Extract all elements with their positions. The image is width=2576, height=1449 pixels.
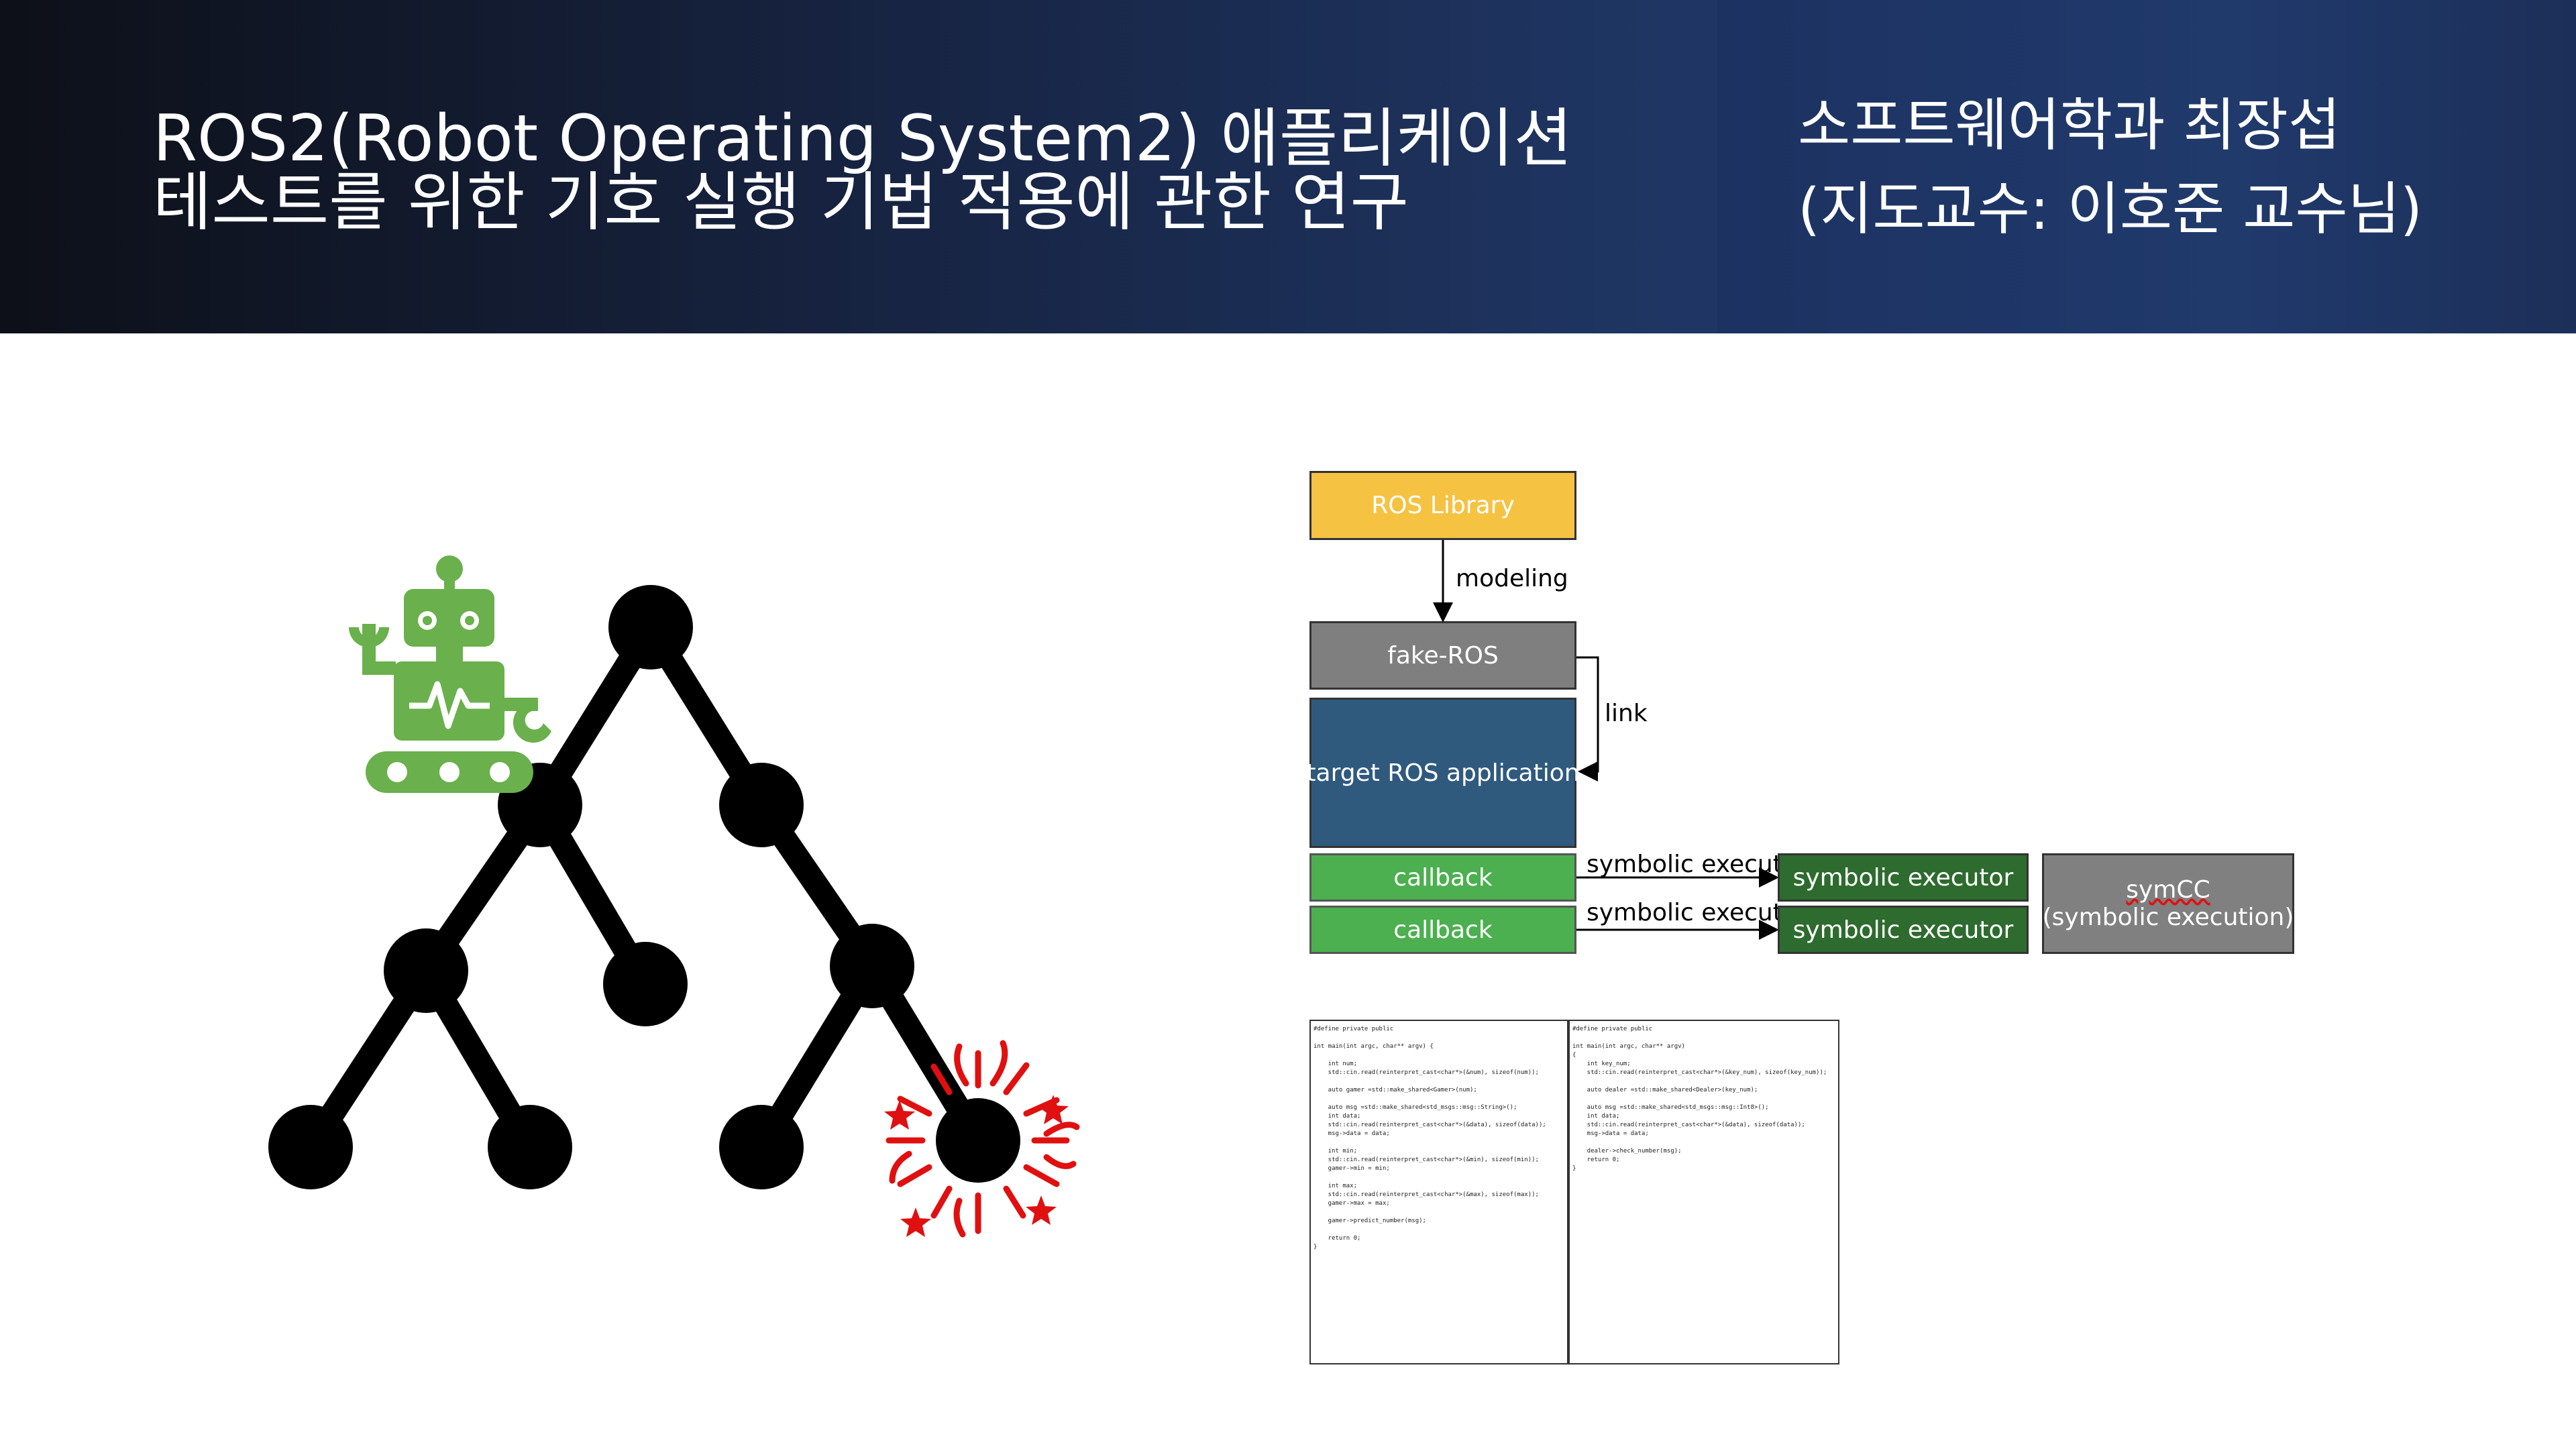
code-line: auto dealer =std::make_shared<Dealer>(ke… (1572, 1087, 1758, 1093)
code-snippet-gamer: #define private public int main(int argc,… (1309, 1020, 1568, 1364)
callback-box-2: callback (1309, 906, 1576, 954)
link-label: link (1605, 700, 1648, 727)
tree-node (719, 1105, 804, 1189)
code-snippet-dealer: #define private public int main(int argc,… (1568, 1020, 1839, 1364)
code-line: return 0; (1572, 1157, 1620, 1163)
tree-node (488, 1105, 572, 1189)
code-line (1313, 1173, 1564, 1182)
code-line: std::cin.read(reinterpret_cast<char*>(&m… (1313, 1157, 1539, 1163)
code-line: int max; (1313, 1183, 1358, 1189)
modeling-label: modeling (1456, 565, 1568, 592)
code-line: gamer->min = min; (1313, 1165, 1390, 1172)
callback-box-1: callback (1309, 853, 1576, 902)
code-line (1313, 1077, 1564, 1086)
code-line: msg->data = data; (1572, 1130, 1649, 1137)
code-line: { (1572, 1052, 1576, 1059)
code-line: int data; (1572, 1113, 1620, 1120)
code-line: gamer->max = max; (1313, 1200, 1390, 1207)
code-line: #define private public (1313, 1026, 1394, 1032)
code-line: int num; (1313, 1061, 1358, 1067)
code-line: int main(int argc, char** argv) (1572, 1043, 1685, 1050)
code-line: int key_num; (1572, 1061, 1631, 1067)
header-author-panel (1717, 0, 2576, 333)
execution-tree-icon (268, 585, 1080, 1238)
title-line-2: 테스트를 위한 기호 실행 기법 적용에 관한 연구 (153, 166, 1409, 239)
code-line (1313, 1051, 1564, 1060)
code-line: #define private public (1572, 1026, 1653, 1032)
code-line (1313, 1208, 1564, 1217)
code-line: } (1313, 1244, 1318, 1250)
tree-node (603, 942, 688, 1026)
link-arrow (1576, 656, 1599, 782)
code-line: } (1572, 1165, 1576, 1172)
code-line: auto msg =std::make_shared<std_msgs::msg… (1572, 1104, 1769, 1111)
code-line (1313, 1034, 1564, 1042)
symbolic-execute-label-2: symbolic execute (1587, 899, 1797, 926)
code-line: return 0; (1313, 1235, 1361, 1242)
target-app-box: target ROS application (1306, 698, 1580, 848)
code-line: std::cin.read(reinterpret_cast<char*>(&n… (1313, 1069, 1539, 1076)
code-line: std::cin.read(reinterpret_cast<char*>(&m… (1313, 1191, 1539, 1198)
code-line (1572, 1077, 1835, 1086)
tree-node (608, 585, 693, 669)
code-line: gamer->predict_number(msg); (1313, 1218, 1426, 1224)
symbolic-executor-box-2: symbolic executor (1778, 906, 2029, 954)
symcc-subtitle: (symbolic execution) (2042, 904, 2294, 931)
code-line: int min; (1313, 1148, 1358, 1155)
robot-icon (349, 555, 551, 793)
symbolic-executor-box-1: symbolic executor (1778, 853, 2029, 902)
code-line (1313, 1095, 1564, 1104)
code-line (1313, 1138, 1564, 1147)
tree-node (719, 763, 804, 847)
ros-library-box: ROS Library (1309, 471, 1576, 540)
tree-node-buggy (936, 1098, 1020, 1183)
code-line: std::cin.read(reinterpret_cast<char*>(&d… (1572, 1122, 1805, 1128)
code-line: auto gamer =std::make_shared<Gamer>(num)… (1313, 1087, 1477, 1093)
burst-star (1038, 1095, 1069, 1124)
code-line: std::cin.read(reinterpret_cast<char*>(&d… (1313, 1122, 1546, 1128)
burst-star (884, 1100, 915, 1130)
burst-star (900, 1208, 931, 1237)
title-line-1: ROS2(Robot Operating System2) 애플리케이션 (153, 102, 1572, 176)
symcc-box: symCC (symbolic execution) (2042, 853, 2294, 954)
code-line: int main(int argc, char** argv) { (1313, 1043, 1434, 1050)
code-line: auto msg =std::make_shared<std_msgs::msg… (1313, 1104, 1517, 1111)
code-line: dealer->check_number(msg); (1572, 1148, 1682, 1155)
advisor-name: (지도교수: 이호준 교수님) (1798, 176, 2422, 243)
code-line: int data; (1313, 1113, 1361, 1120)
symbolic-execute-label-1: symbolic execute (1587, 851, 1797, 878)
tree-node (268, 1105, 353, 1189)
code-line: std::cin.read(reinterpret_cast<char*>(&k… (1572, 1069, 1827, 1076)
code-line (1572, 1095, 1835, 1104)
bug-burst-icon (885, 1040, 1080, 1238)
code-line (1572, 1034, 1835, 1042)
code-line (1313, 1226, 1564, 1234)
burst-star (1026, 1195, 1057, 1225)
tree-node (830, 924, 914, 1008)
code-line: msg->data = data; (1313, 1130, 1390, 1137)
symcc-title: symCC (2126, 875, 2210, 904)
fake-ros-box: fake-ROS (1309, 621, 1576, 690)
tree-node (384, 928, 468, 1013)
code-line (1572, 1138, 1835, 1147)
author-name: 소프트웨어학과 최장섭 (1798, 93, 2341, 159)
